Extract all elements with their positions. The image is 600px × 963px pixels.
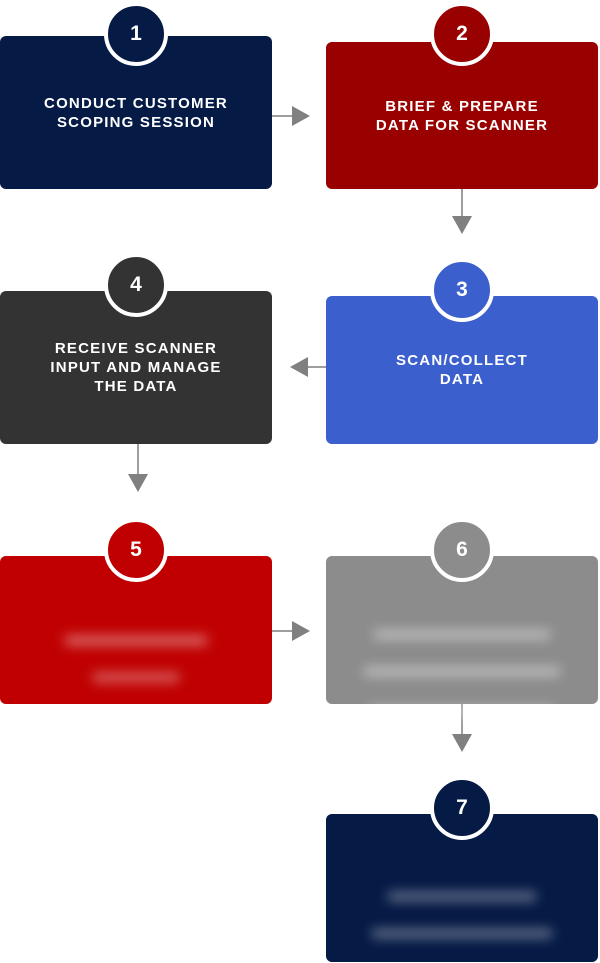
step-1-number: 1 [130, 22, 142, 45]
step-4-number: 4 [130, 273, 142, 296]
arrow-down-icon [128, 474, 148, 492]
connector-3-4 [306, 366, 326, 368]
step-5-number: 5 [130, 538, 142, 561]
step-2-label: BRIEF & PREPARE DATA FOR SCANNER [375, 97, 549, 134]
step-5-badge: 5 [104, 518, 168, 582]
arrow-left-icon [290, 357, 308, 377]
arrow-down-icon [452, 216, 472, 234]
connector-6-7 [461, 704, 463, 734]
step-6-badge: 6 [430, 518, 494, 582]
step-5-blurred-text [55, 614, 217, 682]
step-7-badge: 7 [430, 776, 494, 840]
step-3-badge: 3 [430, 258, 494, 322]
step-6-number: 6 [456, 538, 468, 561]
connector-1-2 [272, 115, 294, 117]
step-7-blurred-text [366, 870, 558, 938]
step-7-number: 7 [456, 796, 468, 819]
step-2-box: BRIEF & PREPARE DATA FOR SCANNER [326, 42, 598, 189]
step-3-number: 3 [456, 278, 468, 301]
step-2-badge: 2 [430, 2, 494, 66]
step-4-badge: 4 [104, 253, 168, 317]
arrow-right-icon [292, 106, 310, 126]
connector-4-5 [137, 444, 139, 476]
step-3-label: SCAN/COLLECT DATA [396, 352, 528, 388]
step-6-blurred-text [356, 608, 568, 716]
connector-2-3 [461, 189, 463, 217]
arrow-right-icon [292, 621, 310, 641]
step-7-box [326, 814, 598, 962]
arrow-down-icon [452, 734, 472, 752]
step-1-label: CONDUCT CUSTOMER SCOPING SESSION [44, 94, 228, 131]
connector-5-6 [272, 630, 294, 632]
step-2-number: 2 [456, 22, 468, 45]
step-1-badge: 1 [104, 2, 168, 66]
step-4-label: RECEIVE SCANNER INPUT AND MANAGE THE DAT… [50, 340, 222, 395]
